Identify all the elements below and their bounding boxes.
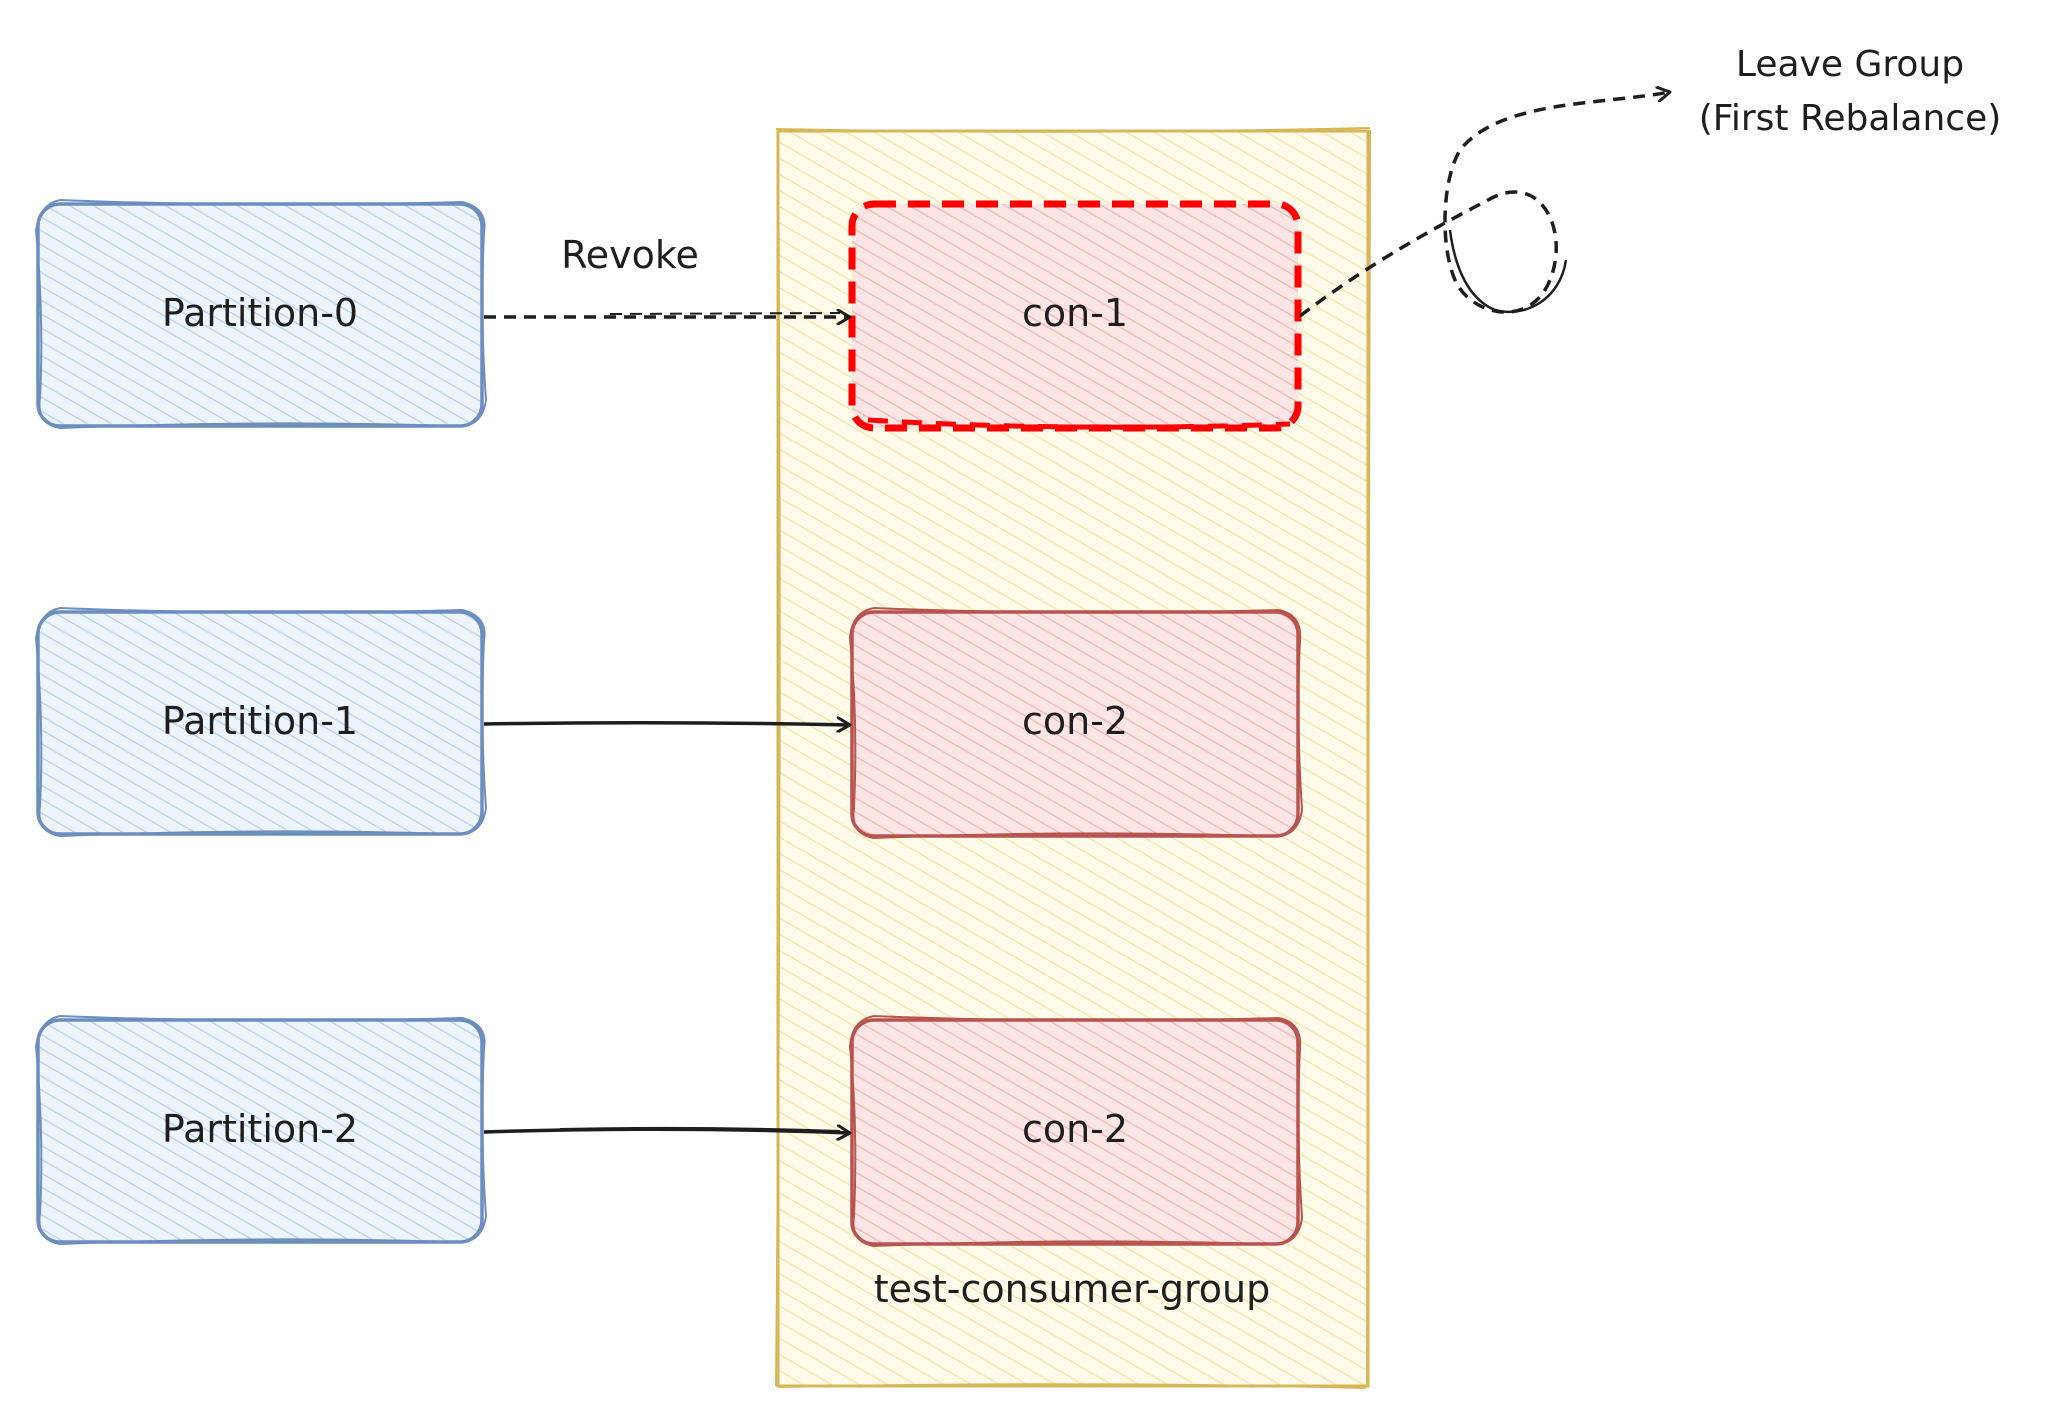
consumer-label: con-1 — [1022, 291, 1128, 335]
assign-arrow-sketch — [559, 1126, 841, 1132]
partition-label: Partition-0 — [162, 291, 358, 335]
partition-node: Partition-1 — [34, 607, 488, 838]
consumer-label: con-2 — [1022, 1107, 1128, 1151]
edge-solid — [483, 723, 850, 725]
revoke-label: Revoke — [561, 233, 699, 277]
consumer-node: con-2 — [848, 607, 1304, 840]
partition-node: Partition-0 — [34, 199, 488, 430]
partition-box-sketch — [34, 199, 488, 430]
consumer-group-label: test-consumer-group — [874, 1267, 1270, 1311]
consumer-node-leaving: con-1 — [848, 200, 1302, 432]
partition-box-sketch — [34, 1015, 488, 1246]
partition-node: Partition-2 — [34, 1015, 488, 1246]
consumer-label: con-2 — [1022, 699, 1128, 743]
assign-arrow — [483, 1129, 850, 1133]
consumer-box-sketch — [848, 1015, 1304, 1248]
partition-label: Partition-2 — [162, 1107, 358, 1151]
consumer-node: con-2 — [848, 1015, 1304, 1248]
consumer-box-sketch — [867, 417, 1291, 430]
leave-group-annotation: Leave Group (First Rebalance) — [1298, 44, 2002, 318]
assign-arrow — [483, 723, 850, 725]
partition-label: Partition-1 — [162, 699, 358, 743]
partition-box-sketch — [34, 607, 488, 838]
leave-group-loop-sketch — [1448, 229, 1568, 314]
leave-group-label-line1: Leave Group — [1736, 44, 1964, 85]
edge-revoke: Revoke — [484, 233, 850, 317]
consumer-group-box-sketch — [775, 127, 1371, 1389]
leave-group-label-line2: (First Rebalance) — [1699, 98, 2002, 139]
edge-solid — [483, 1126, 850, 1133]
revoke-arrow-sketch — [609, 312, 841, 315]
consumer-box-sketch — [848, 607, 1304, 840]
